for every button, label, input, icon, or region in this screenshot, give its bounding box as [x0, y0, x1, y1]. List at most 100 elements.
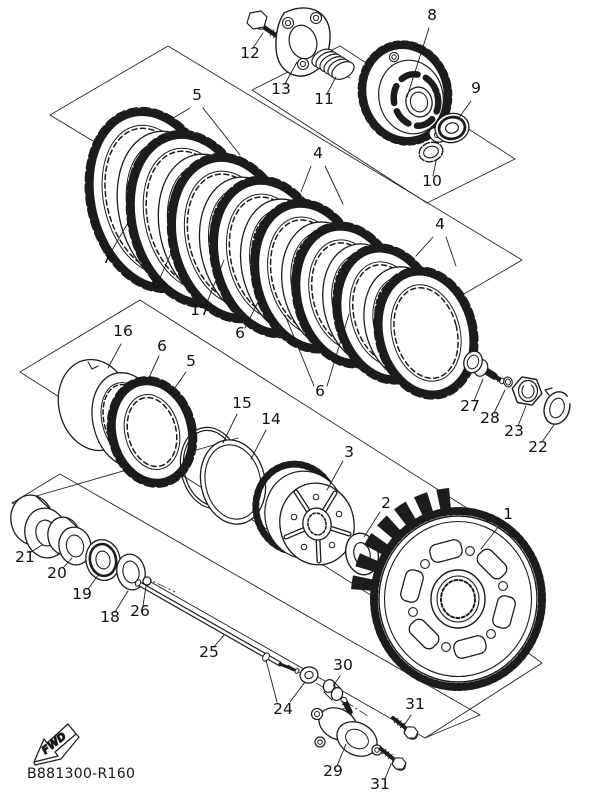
- leader-line-6: [284, 314, 315, 387]
- fwd-arrow-depth: [33, 733, 80, 766]
- leader-line-4: [324, 165, 344, 205]
- housing-spring-windows: [400, 539, 516, 659]
- part-number-20: 20: [47, 564, 67, 582]
- part-number-16: 16: [113, 322, 133, 340]
- housing-rivets: [408, 546, 508, 652]
- part-label-10: 10: [422, 160, 442, 190]
- fwd-arrow-body: [33, 723, 77, 763]
- leader-line-22: [541, 424, 555, 443]
- part-10-lock-washer: [418, 141, 444, 163]
- part-label-29: 29: [323, 743, 347, 780]
- part-number-22: 22: [528, 438, 548, 456]
- part-number-14: 14: [261, 410, 281, 428]
- part-23-nut: [511, 376, 543, 406]
- part-label-3: 3: [326, 443, 354, 491]
- part-label-24: 24: [265, 659, 306, 718]
- part-label-7: 7: [102, 220, 130, 267]
- leader-line-10: [432, 160, 437, 177]
- part-number-29: 29: [323, 762, 343, 780]
- leader-line-11: [326, 76, 337, 95]
- leader-line-17: [205, 259, 225, 306]
- leader-line-29: [336, 743, 347, 767]
- part-number-25: 25: [199, 643, 219, 661]
- diagram-code: B881300-R160: [27, 766, 135, 782]
- leader-line-19: [87, 573, 100, 590]
- part-number-30: 30: [333, 656, 353, 674]
- leader-line-5: [202, 107, 241, 156]
- part-number-15: 15: [232, 394, 252, 412]
- leader-line-23: [517, 405, 527, 427]
- part-29-push-lever-assembly: [310, 696, 383, 757]
- leader-line-24: [265, 659, 278, 703]
- part-number-4: 4: [435, 215, 445, 233]
- leader-line-30: [332, 675, 341, 687]
- part-22-lock-washer: [543, 387, 571, 425]
- leader-line-13: [284, 61, 298, 85]
- part-label-6: 6: [151, 241, 177, 292]
- part-14-seat-ring: [199, 439, 267, 525]
- part-label-14: 14: [250, 410, 281, 460]
- part-label-26: 26: [130, 585, 150, 620]
- part-20-collar: [47, 516, 92, 566]
- part-1-clutch-housing: [351, 488, 546, 691]
- housing-gear-teeth: [370, 507, 546, 691]
- leader-line-1: [480, 521, 503, 550]
- leader-line-28: [493, 389, 506, 414]
- part-25-push-rod: [134, 579, 300, 674]
- part-label-20: 20: [47, 557, 73, 582]
- part-label-25: 25: [199, 634, 225, 661]
- leader-line-6: [145, 355, 160, 385]
- leader-line-3: [326, 460, 344, 491]
- part-label-19: 19: [72, 573, 100, 603]
- part-label-22: 22: [528, 424, 555, 456]
- leader-line-6: [326, 313, 350, 387]
- leader-line-20: [62, 557, 73, 569]
- part-label-23: 23: [504, 405, 527, 440]
- part-31-bolt-lower: [379, 747, 407, 771]
- part-30-pin: [322, 679, 344, 701]
- leader-line-18: [114, 590, 129, 613]
- leader-line-14: [250, 429, 267, 460]
- part-label-11: 11: [314, 76, 337, 108]
- part-label-6: 6: [145, 337, 167, 385]
- leader-line-12: [252, 32, 264, 49]
- part-number-11: 11: [314, 90, 334, 108]
- leader-line-27: [473, 378, 484, 402]
- part-number-26: 26: [130, 602, 150, 620]
- part-number-28: 28: [480, 409, 500, 427]
- part-11-clutch-spring: [311, 48, 355, 80]
- part-4-friction-plate: [373, 266, 479, 400]
- part-number-3: 3: [344, 443, 354, 461]
- part-9-bearing: [434, 112, 470, 144]
- part-number-24: 24: [273, 700, 293, 718]
- part-number-31: 31: [405, 695, 425, 713]
- leader-line-25: [213, 634, 225, 648]
- part-label-4: 4: [415, 215, 457, 267]
- part-label-5: 5: [171, 352, 196, 393]
- part-label-31: 31: [402, 695, 425, 728]
- part-24-joint-cap: [299, 666, 319, 684]
- part-label-8: 8: [406, 6, 437, 98]
- part-number-6: 6: [151, 274, 161, 292]
- boss-spokes: [283, 489, 352, 564]
- part-number-12: 12: [240, 44, 260, 62]
- part-label-15: 15: [222, 394, 252, 444]
- part-number-21: 21: [15, 548, 35, 566]
- leader-line-9: [457, 100, 472, 120]
- part-label-18: 18: [100, 590, 129, 626]
- part-label-12: 12: [240, 32, 264, 62]
- part-19-bearing: [85, 538, 121, 582]
- part-number-27: 27: [460, 397, 480, 415]
- rod-step: [262, 652, 270, 662]
- part-number-6: 6: [315, 382, 325, 400]
- frame-quad-lower: [11, 473, 481, 739]
- part-label-16: 16: [107, 322, 133, 369]
- leader-line-31: [402, 714, 412, 728]
- part-label-28: 28: [480, 389, 506, 427]
- part-number-8: 8: [427, 6, 437, 24]
- part-28-o-ring: [503, 376, 513, 388]
- part-label-6: 6: [235, 299, 260, 342]
- part-number-5: 5: [186, 352, 196, 370]
